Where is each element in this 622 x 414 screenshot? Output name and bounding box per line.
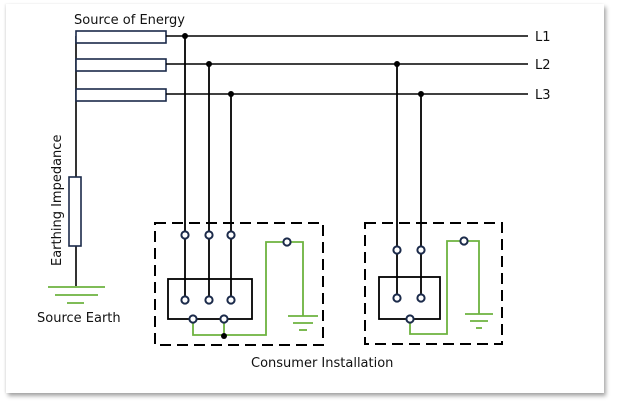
source-of-energy-label: Source of Energy: [74, 13, 185, 28]
source-winding-l2: [75, 58, 167, 72]
installation-2-boundary: [364, 222, 503, 345]
installation-1-boundary: [154, 222, 324, 346]
installation-2-phase-drops: [396, 64, 422, 298]
source-earth-label: Source Earth: [37, 311, 121, 326]
installation-2-earth-wire: [409, 240, 480, 335]
line-label-l2: L2: [535, 58, 551, 73]
installation-2-terminals: [392, 236, 469, 324]
earthing-impedance-label: Earthing Impedance: [50, 135, 65, 266]
installation-1-earth-junction: [221, 333, 227, 339]
installation-1-phase-drops: [184, 36, 232, 300]
consumer-installation-label: Consumer Installation: [251, 356, 393, 371]
installation-1-terminals: [180, 230, 292, 324]
installation-1-earth-icon: [288, 315, 318, 331]
source-winding-l3: [75, 88, 167, 102]
line-label-l1: L1: [535, 30, 551, 45]
source-earth-icon: [48, 286, 105, 304]
earthing-impedance-resistor: [68, 176, 82, 247]
source-winding-l1: [75, 30, 167, 44]
line-label-l3: L3: [535, 88, 551, 103]
installation-2-earth-icon: [465, 313, 493, 329]
installation-2-equipment: [378, 276, 441, 320]
junction-dots: [182, 33, 424, 97]
